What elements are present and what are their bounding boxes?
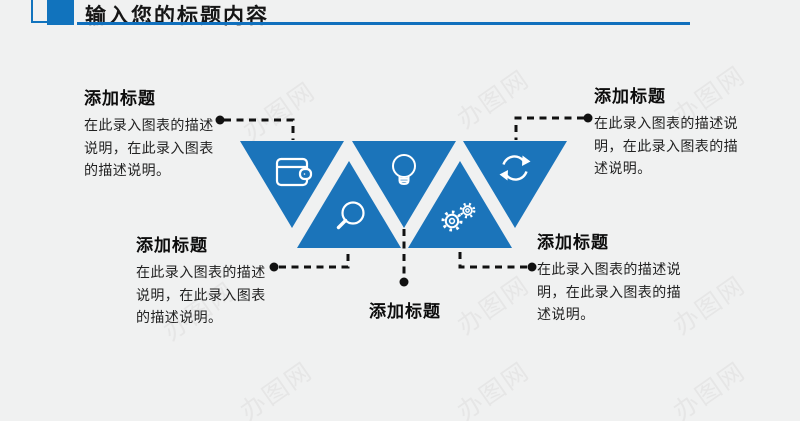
callout-title: 添加标题 [537,233,609,253]
callout-title: 添加标题 [136,236,208,256]
triangle-lightbulb [352,141,456,229]
watermark: 办图网 [234,356,318,421]
callout-top-left: 添加标题 在此录入图表的描述 说明，在此录入图表 的描述说明。 [84,84,244,183]
triangle-shape [408,161,512,248]
triangle-refresh [463,141,567,229]
watermark: 办图网 [451,270,535,341]
search-icon [336,201,365,230]
callout-body: 在此录入图表的描述 说明，在此录入图表 的描述说明。 [84,118,214,179]
triangle-shape [463,141,567,228]
triangle-wallet [240,141,344,229]
connector-bottom-right [458,250,527,269]
lightbulb-icon [392,154,416,186]
header-filled-square [47,0,74,25]
triangle-search [297,161,401,249]
watermark: 办图网 [667,356,751,421]
watermark: 办图网 [237,76,321,147]
wallet-icon [275,157,313,187]
connector-dot [583,113,593,123]
callout-title: 添加标题 [594,87,666,107]
header-underline [77,22,690,25]
callout-bottom-right: 添加标题 在此录入图表的描述说 明，在此录入图表的描 述说明。 [537,228,702,327]
callout-bottom-left: 添加标题 在此录入图表的描述 说明，在此录入图表 的描述说明。 [136,231,296,330]
callout-title: 添加标题 [84,89,156,109]
connector-top-right [514,116,584,140]
connector-dot [527,262,537,272]
connector-dot [399,277,409,287]
callout-top-right: 添加标题 在此录入图表的描述说 明，在此录入图表的描 述说明。 [594,82,759,181]
callout-body: 在此录入图表的描述 说明，在此录入图表 的描述说明。 [136,265,266,326]
triangle-gears [408,161,512,249]
callout-title: 添加标题 [369,302,441,322]
callout-body: 在此录入图表的描述说 明，在此录入图表的描 述说明。 [537,262,681,323]
callout-body: 在此录入图表的描述说 明，在此录入图表的描 述说明。 [594,116,738,177]
watermark: 办图网 [451,64,535,135]
refresh-icon [499,155,531,181]
triangle-shape [297,161,401,248]
watermark: 办图网 [451,356,535,421]
callout-bottom-center: 添加标题 [369,297,441,322]
slide-title: 输入您的标题内容 [85,4,269,28]
gears-icon [441,202,476,232]
